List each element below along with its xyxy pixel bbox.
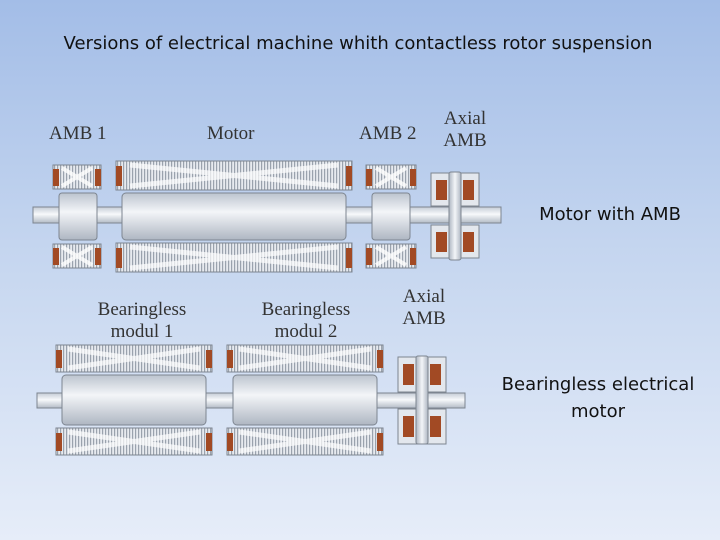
axial-amb-coil [436, 232, 447, 252]
amb-2-coil [410, 248, 416, 265]
motor-coil [346, 166, 352, 186]
bearingless-modul-1 [55, 344, 213, 456]
label-axial-amb-top: Axial AMB [430, 108, 500, 152]
modul-2-coil [377, 350, 383, 368]
motor-coil [116, 166, 122, 186]
amb-2-coil [366, 248, 372, 265]
modul-1-rotor [61, 374, 207, 426]
slide-title: Versions of electrical machine whith con… [63, 33, 653, 54]
axial-amb-coil [463, 180, 474, 200]
bearingless-modul-2 [226, 344, 384, 456]
label-amb-1: AMB 1 [49, 123, 107, 144]
motor [115, 160, 353, 273]
modul-2-coil [227, 433, 233, 451]
bottom-machine [36, 344, 466, 456]
modul-2-rotor [232, 374, 378, 426]
motor-coil [116, 248, 122, 268]
label-axial-amb-top-line2: AMB [443, 130, 487, 151]
amb-1-coil [95, 169, 101, 186]
label-bearingless-modul-1: Bearingless modul 1 [82, 299, 202, 343]
label-bearingless-modul-2-line1: Bearingless [261, 299, 351, 320]
motor-rotor [121, 192, 347, 241]
axial-amb-disc [448, 171, 462, 261]
caption-motor-with-amb: Motor with AMB [539, 204, 681, 225]
top-machine [32, 160, 502, 273]
axial-amb-disc [415, 355, 429, 445]
axial-amb-coil [403, 416, 414, 437]
label-bearingless-modul-1-line2: modul 1 [110, 321, 174, 342]
modul-1-coil [206, 350, 212, 368]
axial-amb-coil [463, 232, 474, 252]
label-bearingless-modul-1-line1: Bearingless [97, 299, 187, 320]
amb-2-rotor [371, 192, 411, 241]
label-axial-amb-top-line1: Axial [443, 108, 487, 129]
caption-bearingless-motor-line1: Bearingless electrical [501, 374, 695, 395]
amb-1-coil [53, 248, 59, 265]
amb-2 [365, 164, 417, 269]
modul-2-coil [227, 350, 233, 368]
label-bearingless-modul-2-line2: modul 2 [274, 321, 338, 342]
label-axial-amb-bottom: Axial AMB [388, 286, 460, 330]
amb-2-coil [366, 169, 372, 186]
modul-2-coil [377, 433, 383, 451]
label-axial-amb-bottom-line1: Axial [402, 286, 446, 307]
caption-bearingless-motor: Bearingless electrical motor [488, 371, 708, 425]
modul-1-coil [206, 433, 212, 451]
amb-1-rotor [58, 192, 98, 241]
label-bearingless-modul-2: Bearingless modul 2 [246, 299, 366, 343]
axial-amb-coil [436, 180, 447, 200]
modul-1-coil [56, 433, 62, 451]
axial-amb-top [430, 171, 480, 261]
amb-1-coil [53, 169, 59, 186]
label-amb-2: AMB 2 [359, 123, 417, 144]
caption-bearingless-motor-line2: motor [570, 401, 626, 422]
axial-amb-coil [403, 364, 414, 385]
amb-1 [52, 164, 102, 269]
amb-1-coil [95, 248, 101, 265]
axial-amb-bottom [397, 355, 447, 445]
axial-amb-coil [430, 364, 441, 385]
label-axial-amb-bottom-line2: AMB [402, 308, 446, 329]
label-motor: Motor [207, 123, 255, 144]
modul-1-coil [56, 350, 62, 368]
motor-coil [346, 248, 352, 268]
axial-amb-coil [430, 416, 441, 437]
amb-2-coil [410, 169, 416, 186]
